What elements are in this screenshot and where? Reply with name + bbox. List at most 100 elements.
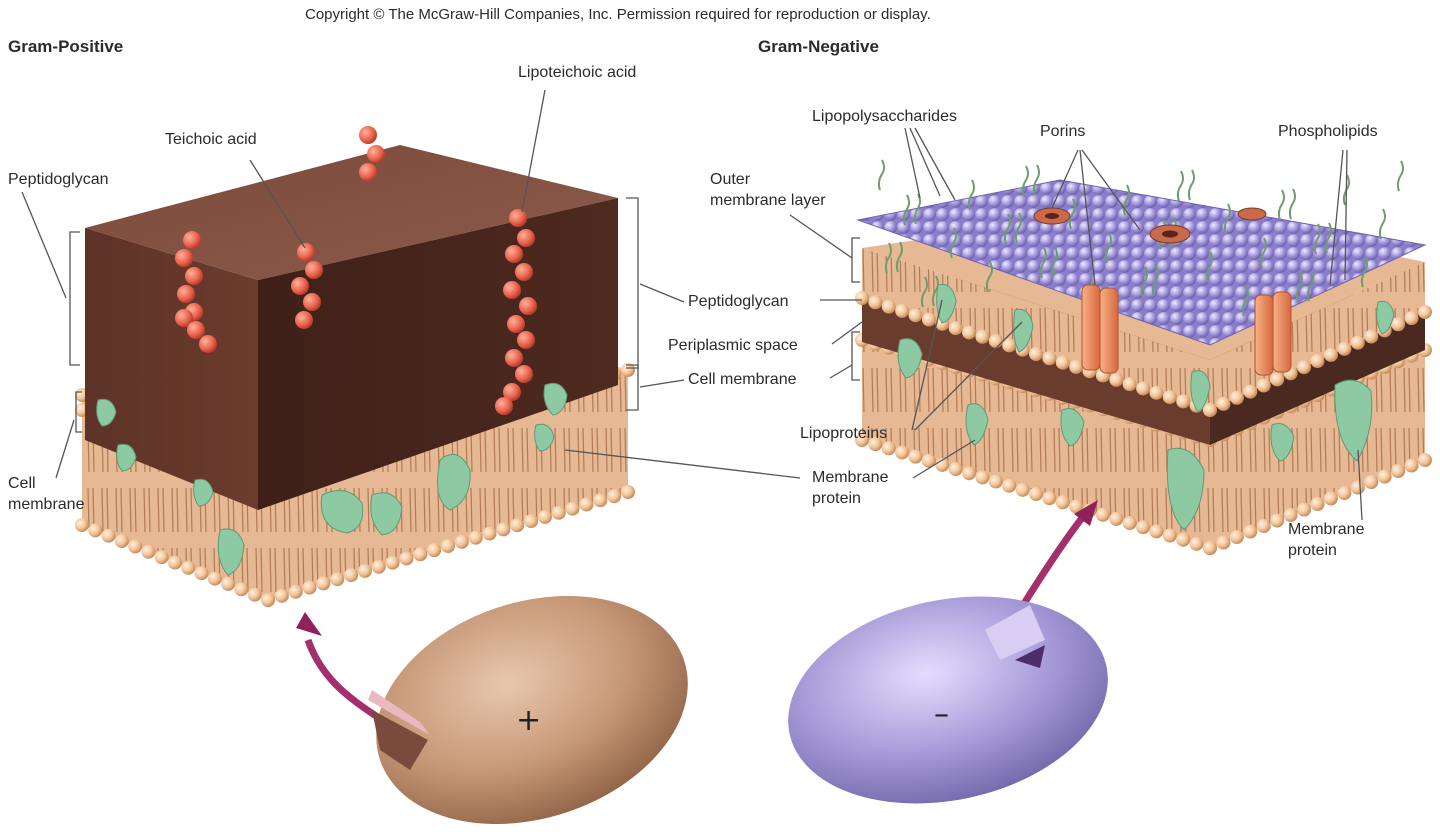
phospholipid-head <box>1122 516 1137 531</box>
phospholipid-head <box>908 449 923 464</box>
phospholipid-head <box>1256 519 1271 533</box>
lipopolysaccharide-strand <box>1151 265 1159 297</box>
phospholipid-head <box>975 329 990 344</box>
periplasmic-space-label: Periplasmic space <box>668 337 798 354</box>
phospholipid-head <box>1176 394 1191 409</box>
lipopolysaccharide-strand <box>1277 189 1285 221</box>
phospholipid-head <box>1310 354 1325 368</box>
phospholipid-head <box>855 291 869 305</box>
porins-label: Porins <box>1040 123 1086 140</box>
copyright-notice: Copyright © The McGraw-Hill Companies, I… <box>305 6 931 23</box>
outer-membrane-label-2: membrane layer <box>710 192 826 209</box>
phospholipid-head <box>261 593 275 607</box>
phospholipid-head <box>948 462 963 477</box>
phospholipid-head <box>868 295 883 310</box>
lipopolysaccharide-strand <box>1378 208 1386 240</box>
lipopolysaccharide-strand <box>1396 160 1404 192</box>
teichoic-acid-bead <box>183 231 201 249</box>
phospholipid-head <box>1418 305 1432 319</box>
teichoic-acid-bead <box>515 365 533 383</box>
lipopolysaccharide-strand <box>1187 169 1195 201</box>
phospholipid-head <box>399 551 414 566</box>
phospholipid-head <box>427 543 442 558</box>
phospholipid-head <box>1055 355 1070 370</box>
phospholipid-head <box>1391 317 1406 332</box>
phospholipid-head <box>1029 487 1043 501</box>
phospholipid-head <box>895 303 910 318</box>
lipopolysaccharide-strand <box>913 193 921 225</box>
phospholipid-head <box>921 453 936 468</box>
peptidoglycan-label-left: Peptidoglycan <box>8 171 109 188</box>
membrane-protein-label-center-1: Membrane <box>812 469 889 486</box>
phospholipid-head <box>1109 372 1124 387</box>
phospholipid-head <box>1243 384 1258 399</box>
phospholipid-head <box>579 497 594 512</box>
phospholipid-head <box>1377 469 1392 484</box>
phospholipid-head <box>1270 513 1285 528</box>
lipopolysaccharide-strand <box>931 275 939 307</box>
teichoic-acid-bead <box>517 229 535 247</box>
phospholipid-head <box>524 514 539 529</box>
lipopolysaccharide-strand <box>1003 213 1011 245</box>
phospholipid-head <box>537 509 552 524</box>
lipopolysaccharide-strand <box>985 261 993 293</box>
gram-positive-peptidoglycan-layer <box>85 145 618 510</box>
lipopolysaccharide-strand <box>1313 223 1321 255</box>
phospholipid-head <box>1149 385 1164 400</box>
phospholipid-head <box>868 437 883 452</box>
gram-positive-title: Gram-Positive <box>8 37 124 56</box>
phospholipid-head <box>593 493 608 508</box>
phospholipid-head <box>921 312 936 327</box>
phospholipid-head <box>181 560 196 575</box>
teichoic-acid-bead <box>303 293 321 311</box>
phospholipid-head <box>114 534 129 549</box>
phospholipid-head <box>1404 311 1419 326</box>
phospholipid-head <box>1162 390 1177 405</box>
lipopolysaccharide-strand <box>902 194 910 226</box>
teichoic-acid-chains <box>175 126 537 415</box>
phospholipid-head <box>101 528 116 543</box>
phospholipid-head <box>168 555 182 570</box>
teichoic-acid-bead <box>305 261 323 279</box>
phospholipid-head <box>621 363 635 377</box>
phospholipid-head <box>274 588 289 603</box>
phospholipid-head <box>1203 541 1217 555</box>
phospholipid-head <box>621 485 635 499</box>
lipopolysaccharide-strand <box>1223 203 1231 235</box>
lipopolysaccharides-label: Lipopolysaccharides <box>812 108 957 125</box>
phospholipid-head <box>1042 351 1057 366</box>
phospholipid-head <box>551 505 566 520</box>
phospholipid-head <box>1364 329 1379 344</box>
membrane-protein-label-right-1: Membrane <box>1288 521 1365 538</box>
teichoic-acid-bead <box>495 397 513 415</box>
phospholipid-head <box>1069 359 1084 374</box>
phospholipid-head <box>371 559 386 574</box>
phospholipid-head <box>1229 530 1244 544</box>
phospholipid-head <box>154 550 169 565</box>
lipopolysaccharide-strand <box>1324 222 1332 254</box>
teichoic-acid-bead <box>367 145 385 163</box>
teichoic-acid-bead <box>175 249 193 267</box>
phospholipid-head <box>454 534 469 549</box>
phospholipid-head <box>344 568 359 583</box>
phospholipid-head <box>1364 475 1379 489</box>
outer-membrane-label-1: Outer <box>710 171 751 188</box>
phospholipid-head <box>75 518 89 532</box>
phospholipid-head <box>1310 497 1325 511</box>
teichoic-acid-bead <box>297 243 315 261</box>
lipopolysaccharide-strand <box>1039 247 1047 279</box>
phospholipid-head <box>316 576 331 591</box>
phospholipid-head <box>1162 528 1177 543</box>
lipopolysaccharide-strand <box>967 179 975 211</box>
phospholipid-head <box>962 325 977 340</box>
peptidoglycan-label-right: Peptidoglycan <box>688 293 789 310</box>
gram-positive-leader-lines <box>21 89 801 479</box>
phospholipid-head <box>948 321 963 336</box>
phospholipid-head <box>496 522 511 537</box>
membrane-protein-label-center-2: protein <box>812 490 861 507</box>
phospholipid-head <box>141 544 156 559</box>
phospholipid-head <box>962 466 977 481</box>
phospholipid-head <box>88 523 103 538</box>
lipopolysaccharide-strand <box>1288 188 1296 220</box>
phospholipid-head <box>565 501 580 516</box>
